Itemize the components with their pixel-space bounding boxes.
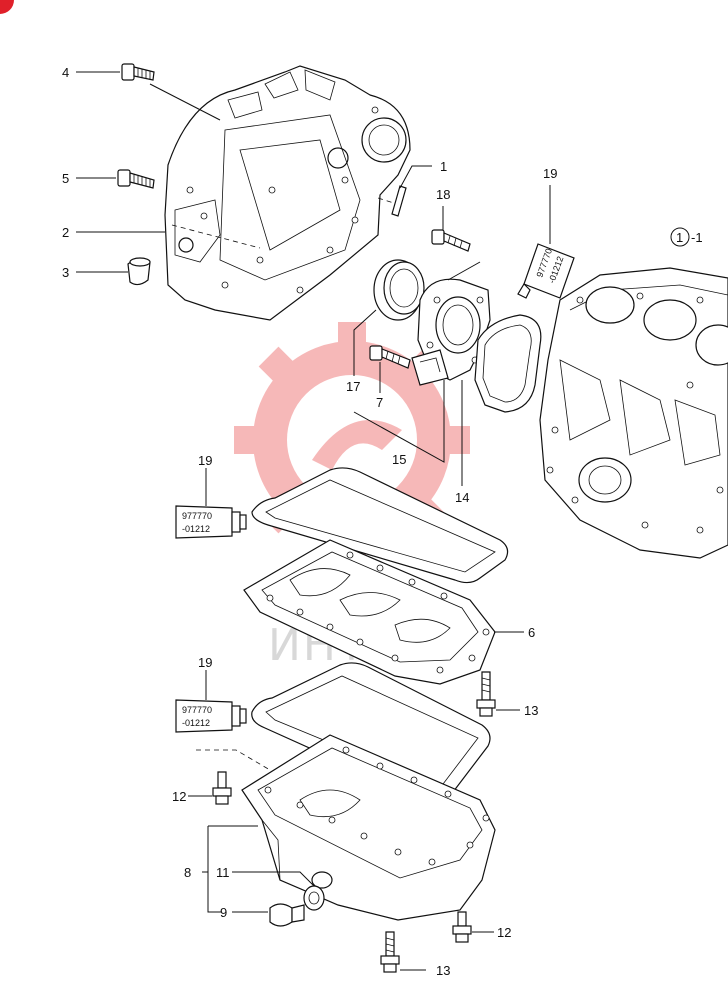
engine-block [539, 267, 728, 559]
ref-label-1-1: 1 -1 [670, 227, 703, 247]
label-9: 9 [220, 905, 227, 920]
label-8: 8 [184, 865, 191, 880]
sealant-tube-middle: 977770 -01212 [175, 505, 247, 539]
svg-text:-1: -1 [691, 230, 703, 245]
label-3: 3 [62, 265, 69, 280]
sealant-tube-top: 977770 -01212 [517, 243, 575, 299]
svg-text:-01212: -01212 [182, 524, 210, 534]
bolt-12-right [452, 911, 472, 943]
bolt-4 [121, 63, 155, 81]
bolt-13-lower [380, 931, 400, 973]
flywheel-housing [164, 65, 411, 321]
label-13-lower: 13 [436, 963, 450, 978]
label-12-right: 12 [497, 925, 511, 940]
bolt-7 [369, 345, 411, 369]
label-1: 1 [440, 159, 447, 174]
pin-1 [391, 185, 407, 217]
label-17: 17 [346, 379, 360, 394]
plug-3 [127, 257, 151, 286]
svg-text:1: 1 [676, 230, 683, 245]
lower-pan-gasket [251, 662, 491, 804]
label-5: 5 [62, 171, 69, 186]
corner-mark [0, 0, 14, 14]
label-2: 2 [62, 225, 69, 240]
part-labels: 4 5 2 3 1 18 19 1 -1 17 7 15 14 19 6 19 … [62, 65, 703, 978]
label-15: 15 [392, 452, 406, 467]
label-7: 7 [376, 395, 383, 410]
leader-lines [76, 71, 551, 971]
label-19-lower: 19 [198, 655, 212, 670]
label-11: 11 [216, 865, 230, 880]
sealant-tube-lower: 977770 -01212 [175, 699, 247, 733]
label-13-upper: 13 [524, 703, 538, 718]
lower-oil-pan-8 [241, 734, 496, 921]
seal-case-14 [411, 278, 491, 386]
label-19-middle: 19 [198, 453, 212, 468]
upper-oil-pan-6 [243, 539, 496, 685]
bolt-12-left [212, 771, 232, 805]
label-19-top: 19 [543, 166, 557, 181]
washer-11 [303, 885, 325, 911]
gasket-15 [474, 314, 542, 413]
bolt-18 [431, 229, 471, 252]
bolt-13-upper [476, 671, 496, 717]
label-12-left: 12 [172, 789, 186, 804]
label-18: 18 [436, 187, 450, 202]
bolt-5 [117, 169, 155, 189]
label-4: 4 [62, 65, 69, 80]
oil-seal-17 [373, 259, 425, 321]
upper-pan-gasket [251, 467, 509, 584]
svg-text:977770: 977770 [182, 511, 212, 521]
svg-text:-01212: -01212 [182, 718, 210, 728]
drain-plug-9 [269, 903, 305, 927]
label-6: 6 [528, 625, 535, 640]
svg-text:977770: 977770 [182, 705, 212, 715]
label-14: 14 [455, 490, 469, 505]
